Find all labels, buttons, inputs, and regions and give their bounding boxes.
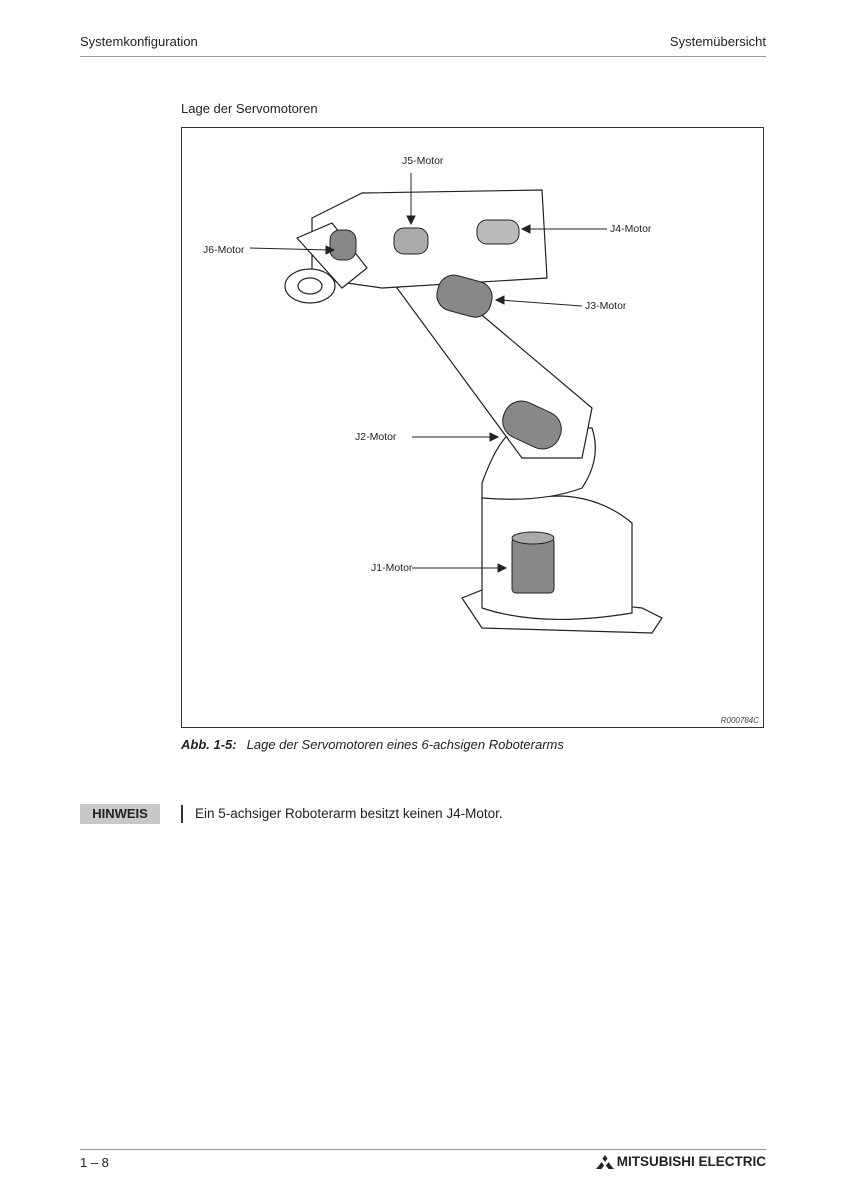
j5-motor-shape — [393, 227, 429, 255]
figure-title: Lage der Servomotoren — [181, 101, 318, 116]
brand-logo: MITSUBISHI ELECTRIC — [595, 1154, 766, 1169]
figure-caption: Abb. 1-5: Lage der Servomotoren eines 6-a… — [181, 737, 564, 752]
label-j3-motor: J3-Motor — [585, 300, 627, 312]
page-number: 1 – 8 — [80, 1155, 109, 1170]
robot-arm-illustration — [249, 173, 663, 634]
label-j6-motor: J6-Motor — [203, 244, 245, 256]
label-j2-motor: J2-Motor — [355, 431, 397, 443]
mitsubishi-diamonds-icon — [595, 1154, 614, 1169]
caption-text: Lage der Servomotoren eines 6-achsigen R… — [246, 737, 564, 752]
caption-label: Abb. 1-5: — [181, 737, 237, 752]
label-j1-motor: J1-Motor — [371, 562, 413, 574]
j2-motor-shape — [502, 400, 562, 450]
j6-motor-shape — [329, 229, 357, 261]
brand-name: MITSUBISHI ELECTRIC — [616, 1154, 766, 1169]
footer-rule — [80, 1149, 766, 1150]
label-j4-motor: J4-Motor — [610, 223, 652, 235]
header-chapter-title: Systemübersicht — [669, 34, 766, 49]
figure-reference-code: R000784C — [720, 716, 759, 725]
robot-base-column — [481, 495, 633, 620]
label-j5-motor: J5-Motor — [402, 155, 444, 167]
note-text: Ein 5-achsiger Roboterarm besitzt keinen… — [195, 806, 503, 821]
note-badge: HINWEIS — [80, 804, 160, 824]
j4-motor-shape — [476, 219, 520, 245]
header-rule — [80, 56, 766, 57]
j1-motor-shape — [511, 537, 555, 594]
robot-figure: J5-Motor J4-Motor J6-Motor J3-Motor J2-M… — [181, 127, 764, 728]
robot-lower-arm — [396, 272, 593, 459]
header-section-title: Systemkonfiguration — [80, 34, 198, 49]
j3-motor-shape — [436, 274, 493, 318]
note-bar — [181, 805, 183, 823]
